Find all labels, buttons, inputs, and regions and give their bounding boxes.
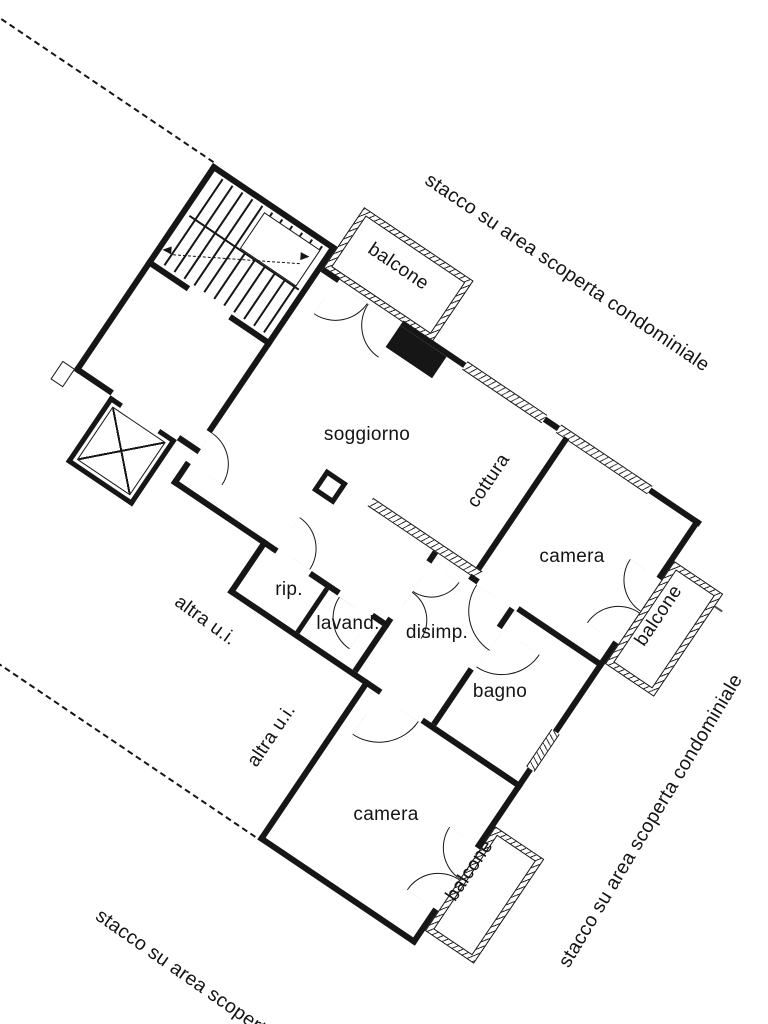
wall-segment [73, 163, 218, 374]
dashed-boundary-line-bottom [0, 661, 256, 838]
room-label-soggiorno: soggiorno [323, 424, 411, 445]
duct-shaft [50, 360, 76, 388]
wall-segment [73, 365, 114, 396]
window [526, 728, 560, 772]
door-arc-entry [190, 432, 244, 486]
door-arc-ripostiglio [278, 517, 332, 570]
stair-direction-arrow [300, 252, 310, 261]
wall-segment [257, 834, 419, 946]
wall-segment [227, 538, 269, 596]
room-label-lavanderia: lavand. [316, 613, 380, 634]
wall-segment [107, 395, 123, 408]
dashed-boundary-line-top [0, 18, 215, 164]
room-label-camera-1: camera [539, 546, 605, 567]
wall-segment [145, 258, 191, 292]
wall-segment [227, 587, 383, 695]
room-label-bagno: bagno [472, 681, 528, 702]
wall-segment [420, 717, 524, 790]
stair-direction-arrow [162, 245, 172, 255]
wall-segment [431, 667, 474, 727]
wall-segment [176, 435, 201, 455]
elevator-car-symbol [76, 406, 166, 496]
window [462, 361, 548, 424]
window [555, 424, 653, 495]
pillar [311, 468, 349, 505]
door-arc-camera2 [352, 694, 419, 762]
room-label-ripostiglio: rip. [275, 579, 303, 600]
wall-segment [170, 478, 279, 554]
room-label-camera-2: camera [353, 804, 419, 825]
glazed-partition [367, 497, 483, 580]
room-label-disimpegno: disimp. [405, 622, 469, 643]
